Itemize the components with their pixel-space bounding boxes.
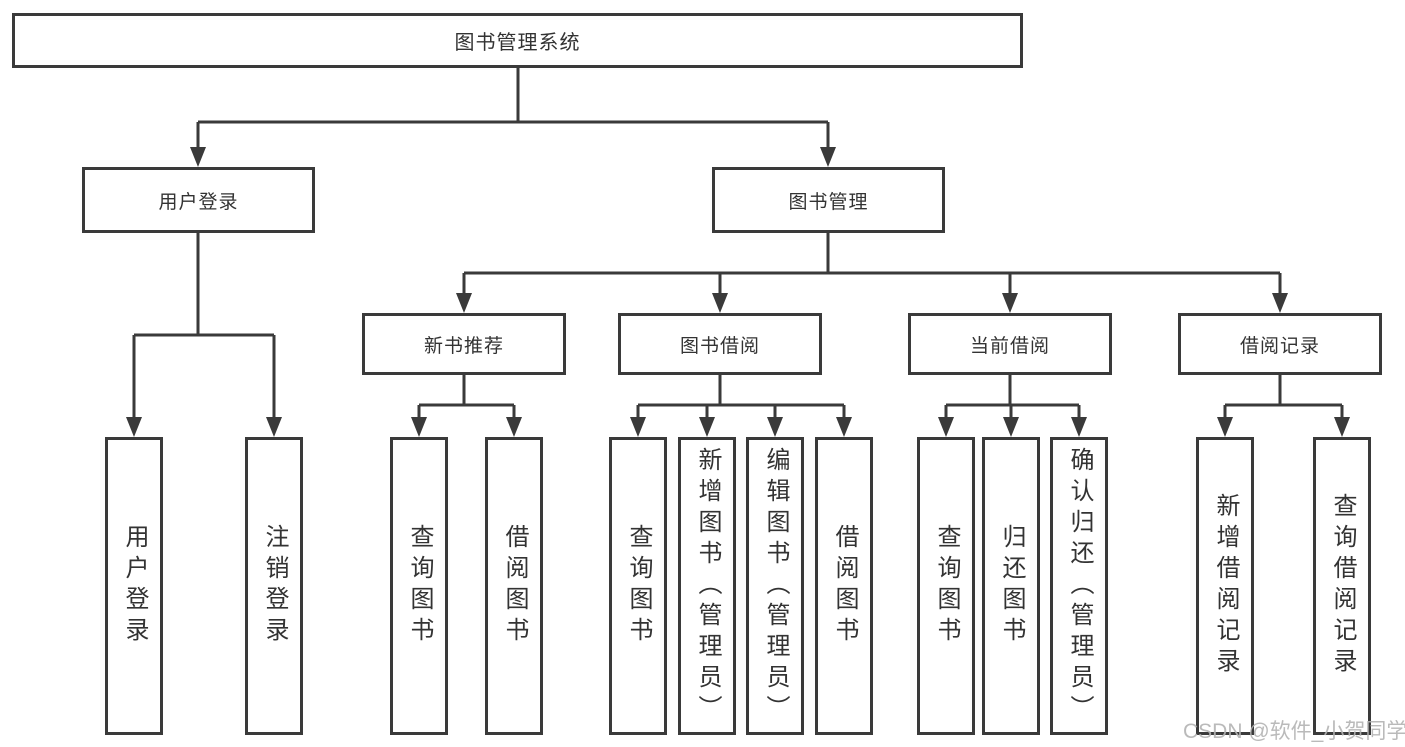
node-current-borrowing-label: 当前借阅 [969,335,1050,357]
leaf-user-login: 用户登录 [105,437,163,735]
leaf-logout-label: 注销登录 [261,524,288,648]
node-book-borrowing-label: 图书借阅 [679,335,760,357]
node-book-borrowing: 图书借阅 [618,313,822,375]
leaf-borrow-books: 借阅图书 [815,437,873,735]
leaf-add-borrow-record: 新增借阅记录 [1196,437,1254,735]
leaf-confirm-return-admin-label: 确认归还（管理员） [1066,446,1093,726]
node-new-book-recommend-label: 新书推荐 [423,335,504,357]
node-borrowing-records: 借阅记录 [1178,313,1382,375]
leaf-query-borrow-record: 查询借阅记录 [1313,437,1371,735]
node-user-login-label: 用户登录 [158,191,239,213]
leaf-edit-books-admin: 编辑图书（管理员） [746,437,804,735]
leaf-query-books-borrowing: 查询图书 [609,437,667,735]
node-user-login: 用户登录 [82,167,315,233]
leaf-confirm-return-admin: 确认归还（管理员） [1050,437,1108,735]
leaf-query-borrow-record-label: 查询借阅记录 [1329,493,1356,679]
leaf-add-borrow-record-label: 新增借阅记录 [1212,493,1239,679]
leaf-return-books: 归还图书 [982,437,1040,735]
node-root-system: 图书管理系统 [12,13,1023,68]
node-new-book-recommend: 新书推荐 [362,313,566,375]
leaf-return-books-label: 归还图书 [998,524,1025,648]
node-book-management: 图书管理 [712,167,945,233]
leaf-logout: 注销登录 [245,437,303,735]
leaf-query-books-recommend: 查询图书 [390,437,448,735]
leaf-query-books-current: 查询图书 [917,437,975,735]
leaf-edit-books-admin-label: 编辑图书（管理员） [762,446,789,726]
node-current-borrowing: 当前借阅 [908,313,1112,375]
leaf-query-books-current-label: 查询图书 [933,524,960,648]
node-borrowing-records-label: 借阅记录 [1239,335,1320,357]
csdn-watermark: CSDN @软件_小贺同学 [1183,720,1405,743]
leaf-query-books-recommend-label: 查询图书 [406,524,433,648]
leaf-borrow-books-label: 借阅图书 [831,524,858,648]
leaf-user-login-label: 用户登录 [121,524,148,648]
leaf-add-books-admin: 新增图书（管理员） [678,437,736,735]
leaf-add-books-admin-label: 新增图书（管理员） [694,446,721,726]
leaf-borrow-books-recommend: 借阅图书 [485,437,543,735]
leaf-borrow-books-recommend-label: 借阅图书 [501,524,528,648]
leaf-query-books-borrowing-label: 查询图书 [625,524,652,648]
node-root-label: 图书管理系统 [454,32,581,54]
node-book-management-label: 图书管理 [788,191,869,213]
